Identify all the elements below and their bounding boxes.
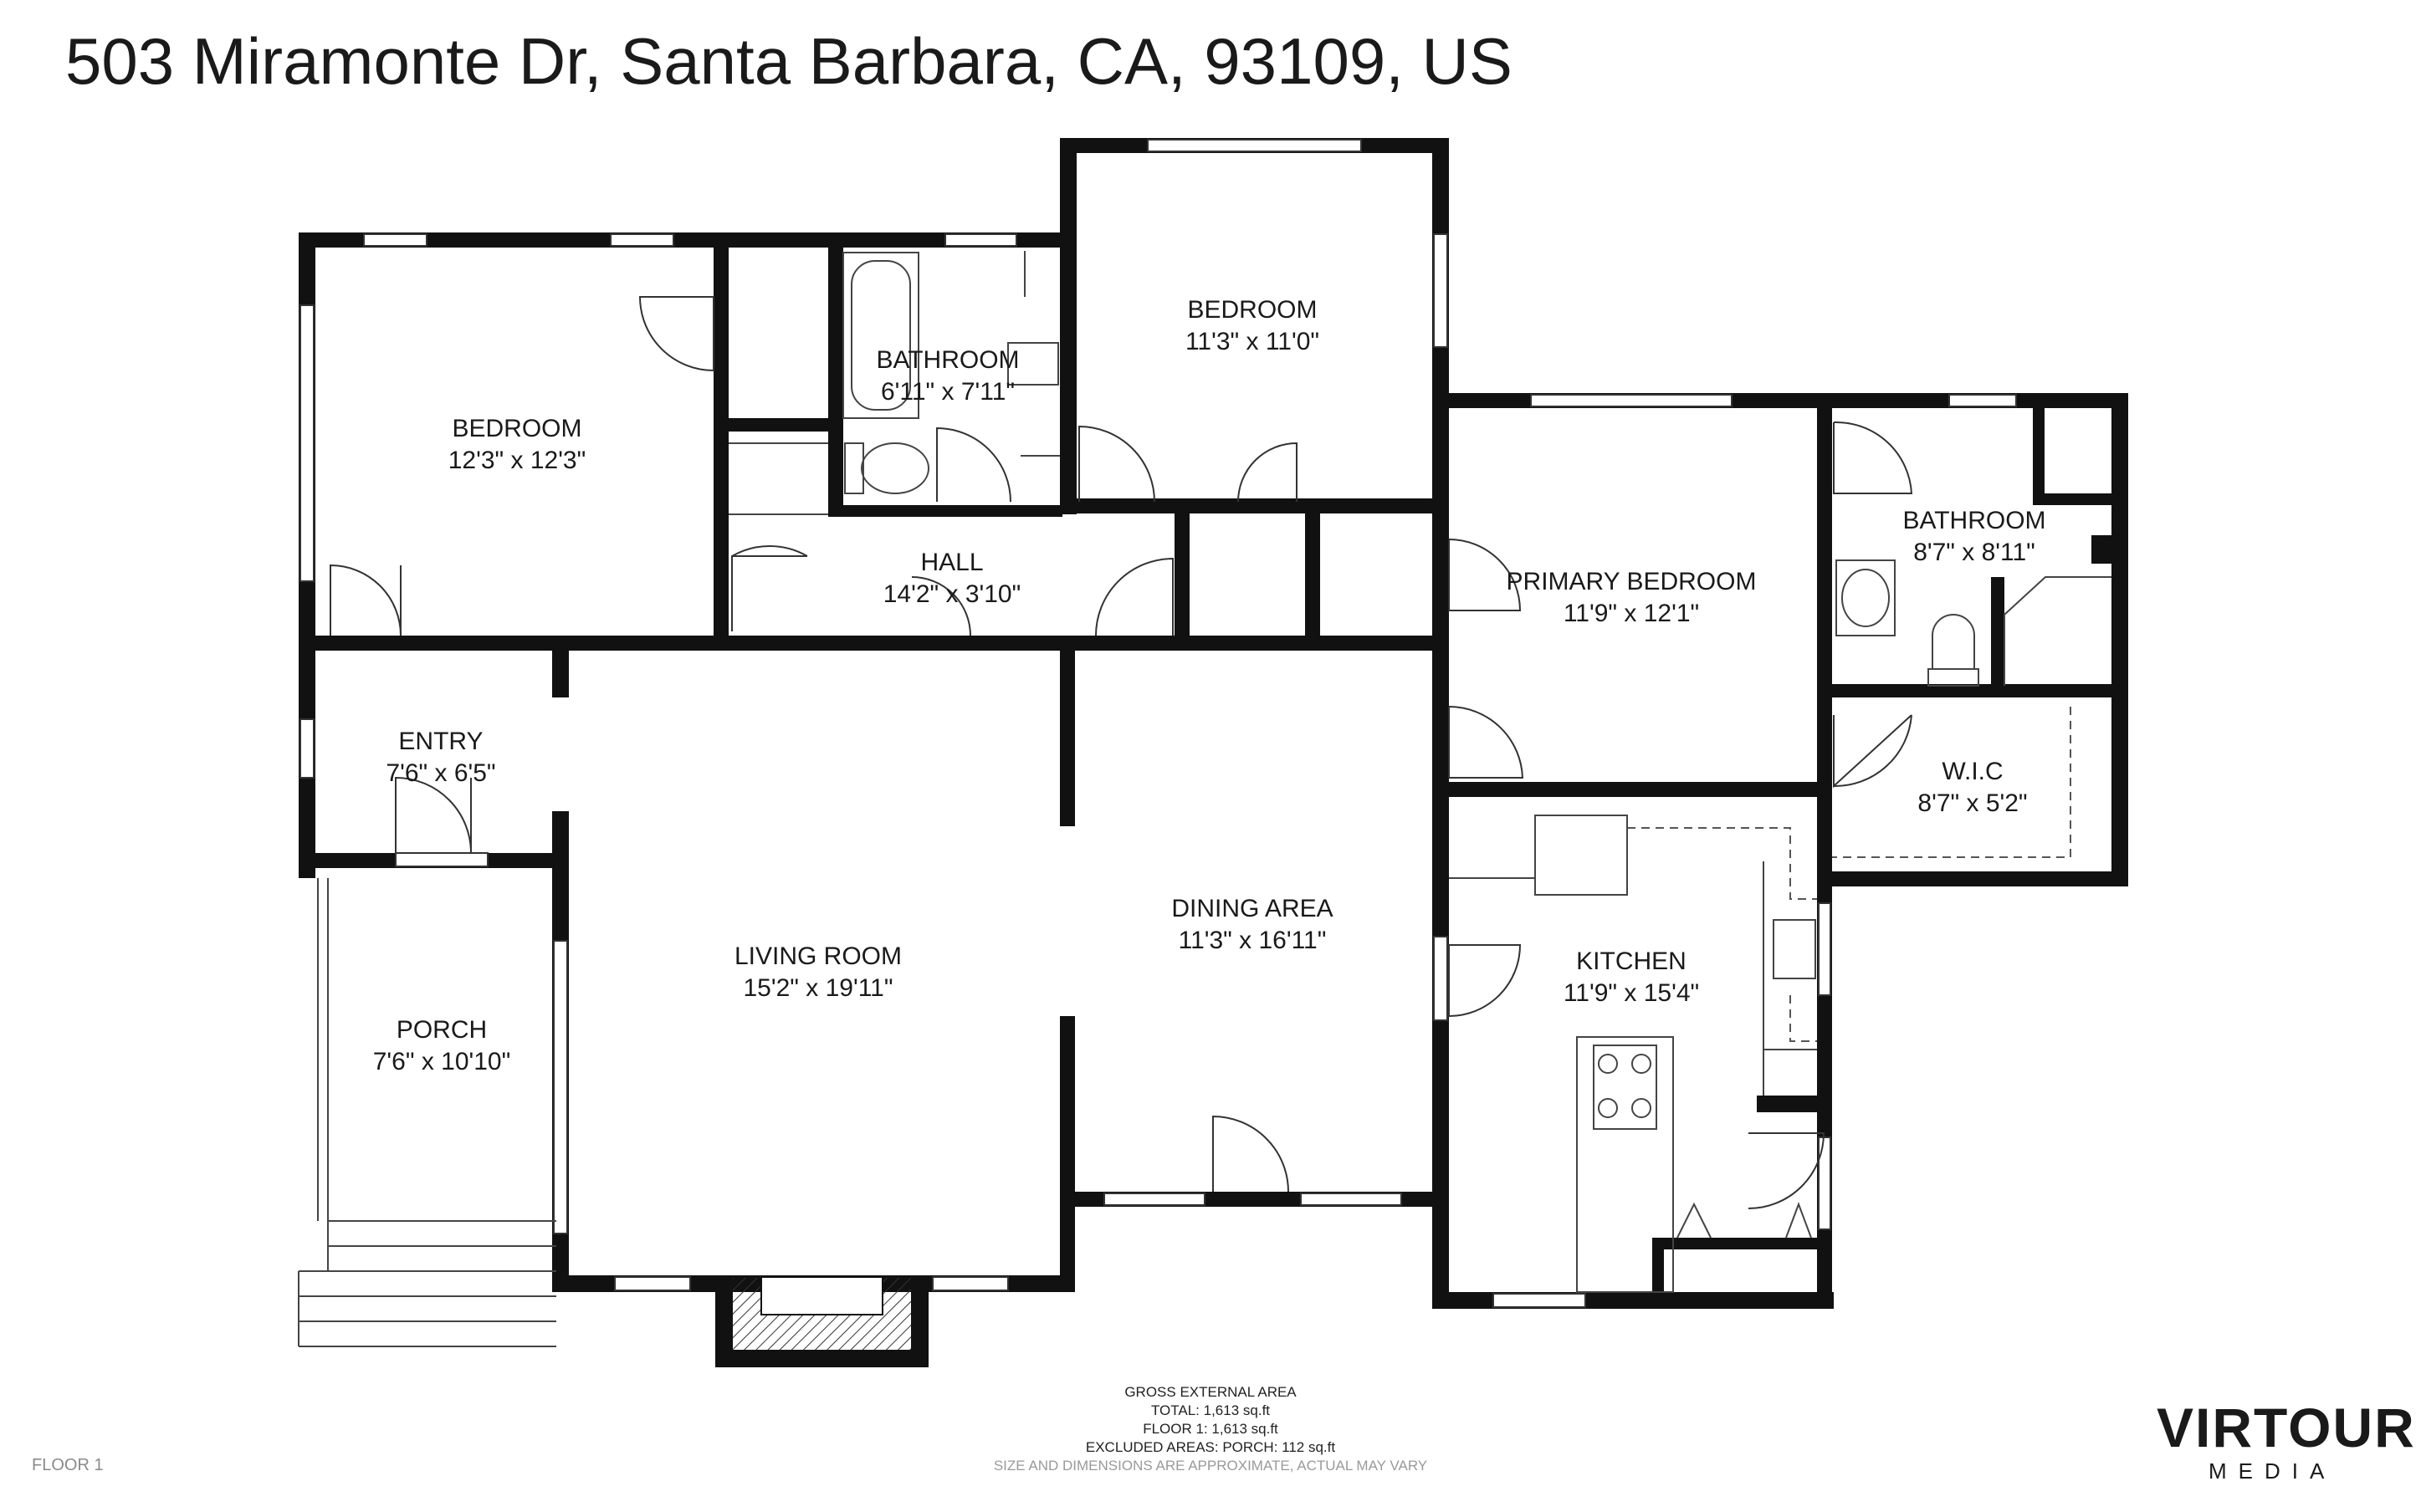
fixtures	[298, 251, 2111, 1351]
windows	[299, 139, 2017, 1308]
area-summary: GROSS EXTERNAL AREA TOTAL: 1,613 sq.ft F…	[994, 1384, 1427, 1474]
logo-sub-text: MEDIA	[2209, 1458, 2336, 1484]
room-name-bedroom-1: BEDROOM	[452, 415, 581, 442]
area-heading: GROSS EXTERNAL AREA	[1124, 1384, 1297, 1400]
room-name-dining-area: DINING AREA	[1171, 895, 1333, 922]
area-floor1: FLOOR 1: 1,613 sq.ft	[1143, 1421, 1278, 1437]
room-name-primary-bedroom: PRIMARY BEDROOM	[1507, 568, 1757, 595]
room-name-porch: PORCH	[397, 1016, 487, 1044]
room-name-kitchen: KITCHEN	[1576, 948, 1687, 975]
address-title: 503 Miramonte Dr, Santa Barbara, CA, 931…	[65, 24, 1512, 98]
room-dims-hall: 14'2" x 3'10"	[883, 580, 1021, 608]
room-dims-entry: 7'6" x 6'5"	[386, 759, 495, 787]
room-name-living-room: LIVING ROOM	[734, 942, 902, 970]
room-name-entry: ENTRY	[398, 728, 483, 755]
room-dims-wic: 8'7" x 5'2"	[1917, 789, 2027, 817]
room-name-hall: HALL	[920, 549, 983, 576]
room-name-bathroom-1: BATHROOM	[876, 346, 1019, 374]
room-labels: BEDROOM 12'3" x 12'3" BATHROOM 6'11" x 7…	[373, 296, 2046, 1075]
room-name-bedroom-2: BEDROOM	[1187, 296, 1317, 324]
room-dims-bedroom-1: 12'3" x 12'3"	[448, 447, 586, 474]
room-dims-dining-area: 11'3" x 16'11"	[1179, 927, 1327, 954]
area-total: TOTAL: 1,613 sq.ft	[1151, 1402, 1270, 1418]
room-name-wic: W.I.C	[1942, 758, 2003, 785]
room-dims-bedroom-2: 11'3" x 11'0"	[1185, 328, 1319, 355]
floor-label: FLOOR 1	[32, 1456, 104, 1474]
room-dims-primary-bedroom: 11'9" x 12'1"	[1564, 600, 1699, 627]
logo-main-text: VIRTOUR	[2157, 1397, 2416, 1458]
room-name-bathroom-2: BATHROOM	[1902, 507, 2045, 534]
room-dims-bathroom-1: 6'11" x 7'11"	[881, 378, 1015, 406]
room-dims-porch: 7'6" x 10'10"	[373, 1048, 511, 1075]
room-dims-bathroom-2: 8'7" x 8'11"	[1913, 539, 2035, 566]
room-dims-living-room: 15'2" x 19'11"	[744, 974, 893, 1002]
virtour-logo: VIRTOUR MEDIA	[2157, 1397, 2416, 1484]
area-excluded: EXCLUDED AREAS: PORCH: 112 sq.ft	[1086, 1439, 1336, 1455]
doors	[330, 296, 1913, 1209]
room-dims-kitchen: 11'9" x 15'4"	[1564, 979, 1699, 1007]
area-disclaimer: SIZE AND DIMENSIONS ARE APPROXIMATE, ACT…	[994, 1458, 1427, 1474]
